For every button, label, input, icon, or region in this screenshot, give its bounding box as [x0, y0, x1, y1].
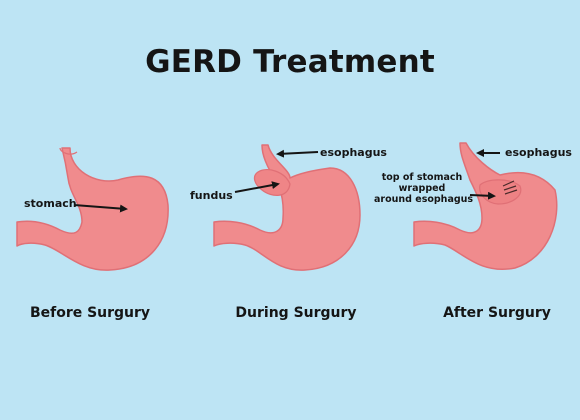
esophagus-label-after: esophagus: [505, 146, 572, 159]
stomach-after-illustration: [413, 142, 558, 270]
caption-before-surgery: Before Surgury: [29, 305, 151, 321]
stomach-before-illustration: [16, 147, 169, 271]
wrap-label: top of stomach wrapped around esophagus: [374, 172, 474, 205]
esophagus-arrow-during: [276, 149, 319, 158]
page-title: GERD Treatment: [145, 44, 435, 80]
caption-during-surgery: During Surgury: [235, 305, 357, 321]
stomach-arrow: [73, 204, 128, 213]
stomach-during-illustration: [213, 144, 361, 271]
caption-after-surgery: After Surgury: [443, 305, 551, 321]
wrap-arrow: [469, 191, 496, 200]
fundus-arrow: [234, 181, 280, 193]
fundus-label: fundus: [190, 189, 233, 202]
suture-marks: [502, 180, 518, 195]
stomach-label: stomach: [24, 197, 77, 210]
esophagus-label-during: esophagus: [320, 146, 387, 159]
